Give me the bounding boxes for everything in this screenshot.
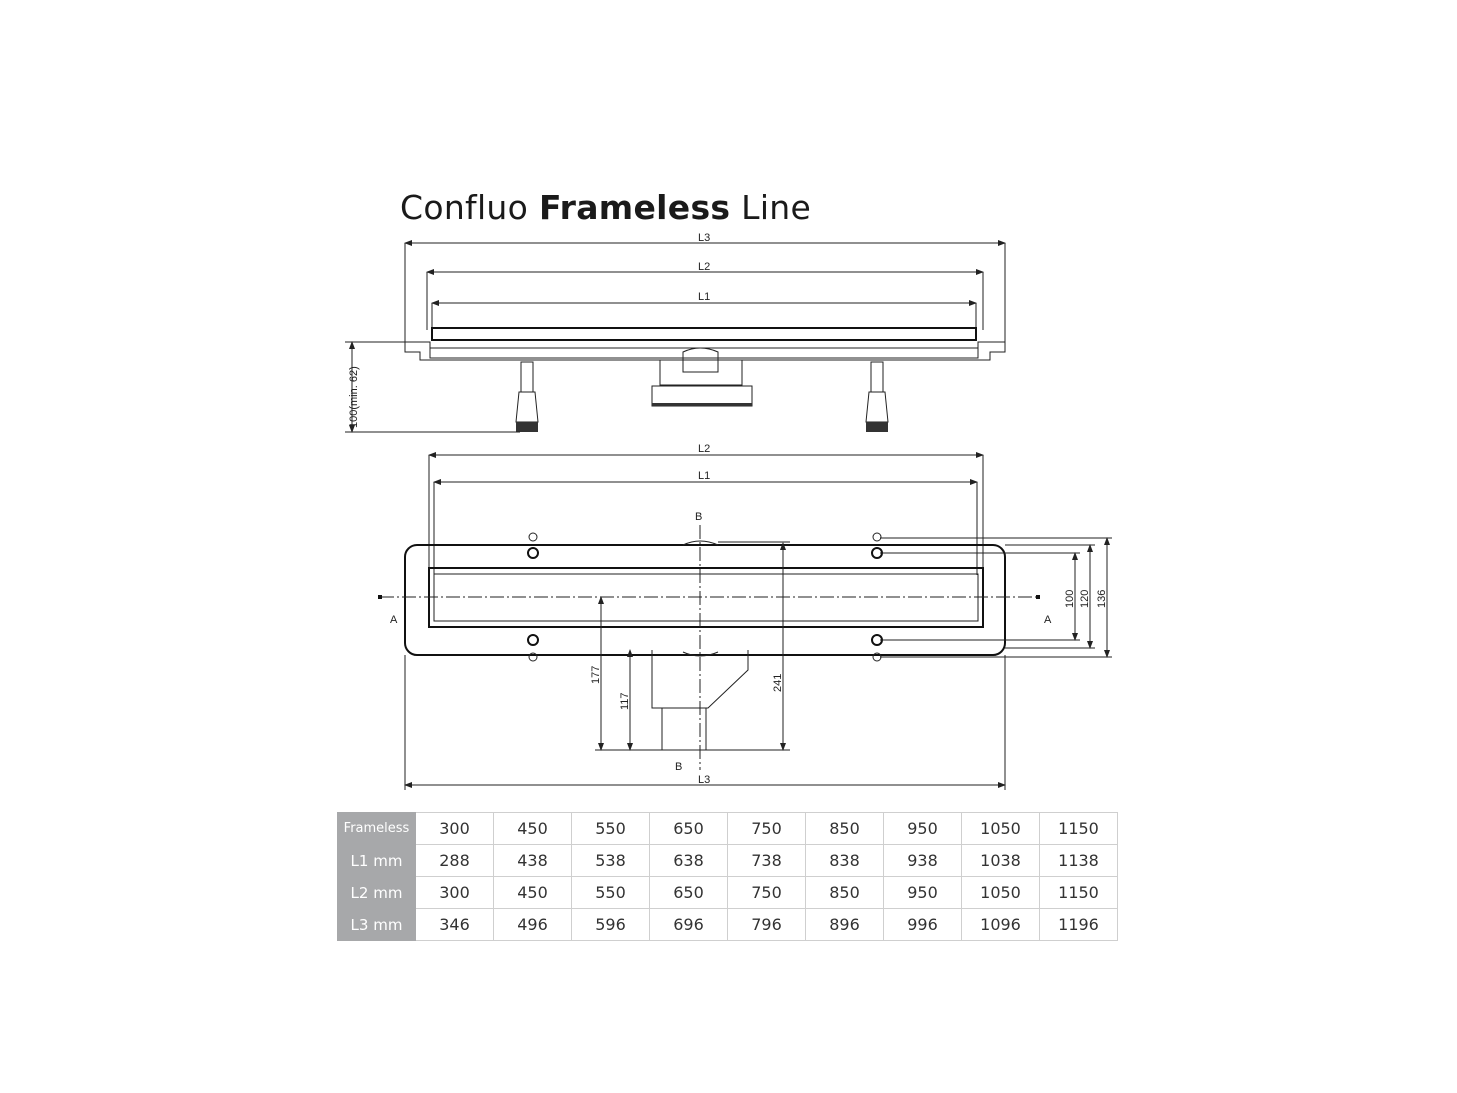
waterproof-flange [404,544,1006,656]
cell: 300 [415,876,494,909]
dim-label-117: 117 [619,692,631,710]
diagram-title: Confluo Frameless Line [400,188,811,227]
cell: 650 [649,876,728,909]
cell: 850 [805,876,884,909]
row-header: L2 mm [337,876,416,909]
cell: 696 [649,908,728,941]
dim-label-l3: L3 [698,232,710,244]
dim-label-height: 100(min. 62) [348,366,360,428]
cell: 1050 [961,876,1040,909]
cell: 596 [571,908,650,941]
section-a-left: A [390,614,398,626]
dim-label-120: 120 [1079,590,1091,608]
cell: 550 [571,876,650,909]
cell: 850 [805,812,884,845]
title-part: Line [741,188,812,227]
outlet-profile [651,347,753,407]
cell: 538 [571,844,650,877]
cell: 288 [415,844,494,877]
cell: 838 [805,844,884,877]
section-a-right: A [1044,614,1052,626]
cell: 750 [727,876,806,909]
cell: 1050 [961,812,1040,845]
cell: 496 [493,908,572,941]
outlet-plan [651,540,749,751]
cell: 1150 [1039,812,1118,845]
adjustable-leg-left [515,361,539,432]
cell: 650 [649,812,728,845]
section-b-bottom: B [675,761,682,773]
dim-label-241: 241 [772,674,784,692]
cell: 638 [649,844,728,877]
cell: 796 [727,908,806,941]
row-header: L1 mm [337,844,416,877]
cell: 938 [883,844,962,877]
cell: 996 [883,908,962,941]
fixing-holes [527,532,883,662]
side-view: L3 L2 L1 100(min. 62) [345,232,1006,433]
section-b-top: B [695,511,702,523]
dim-label-136: 136 [1096,590,1108,608]
channel-profile [404,341,1006,361]
row-header: Frameless [337,812,416,845]
cell: 300 [415,812,494,845]
cell: 1196 [1039,908,1118,941]
cell: 550 [571,812,650,845]
grate-profile [431,327,977,341]
title-part: Confluo [400,188,529,227]
cell: 950 [883,812,962,845]
dim-label-177: 177 [590,666,602,684]
cell: 1096 [961,908,1040,941]
dim-label-l1-plan: L1 [698,470,710,482]
cell: 438 [493,844,572,877]
cell: 346 [415,908,494,941]
dim-label-l2-plan: L2 [698,443,710,455]
adjustable-leg-right [865,361,889,432]
dim-label-l3-plan: L3 [698,774,710,786]
cell: 1138 [1039,844,1118,877]
row-header: L3 mm [337,908,416,941]
cell: 896 [805,908,884,941]
dim-label-100: 100 [1064,590,1076,608]
cell: 450 [493,876,572,909]
dim-label-l2: L2 [698,261,710,273]
cell: 450 [493,812,572,845]
cell: 750 [727,812,806,845]
title-bold: Frameless [538,188,731,227]
cell: 950 [883,876,962,909]
cell: 1038 [961,844,1040,877]
plan-view: L2 L1 A A B B 177 117 241 [378,443,1112,790]
cell: 738 [727,844,806,877]
dim-label-l1: L1 [698,291,710,303]
cell: 1150 [1039,876,1118,909]
